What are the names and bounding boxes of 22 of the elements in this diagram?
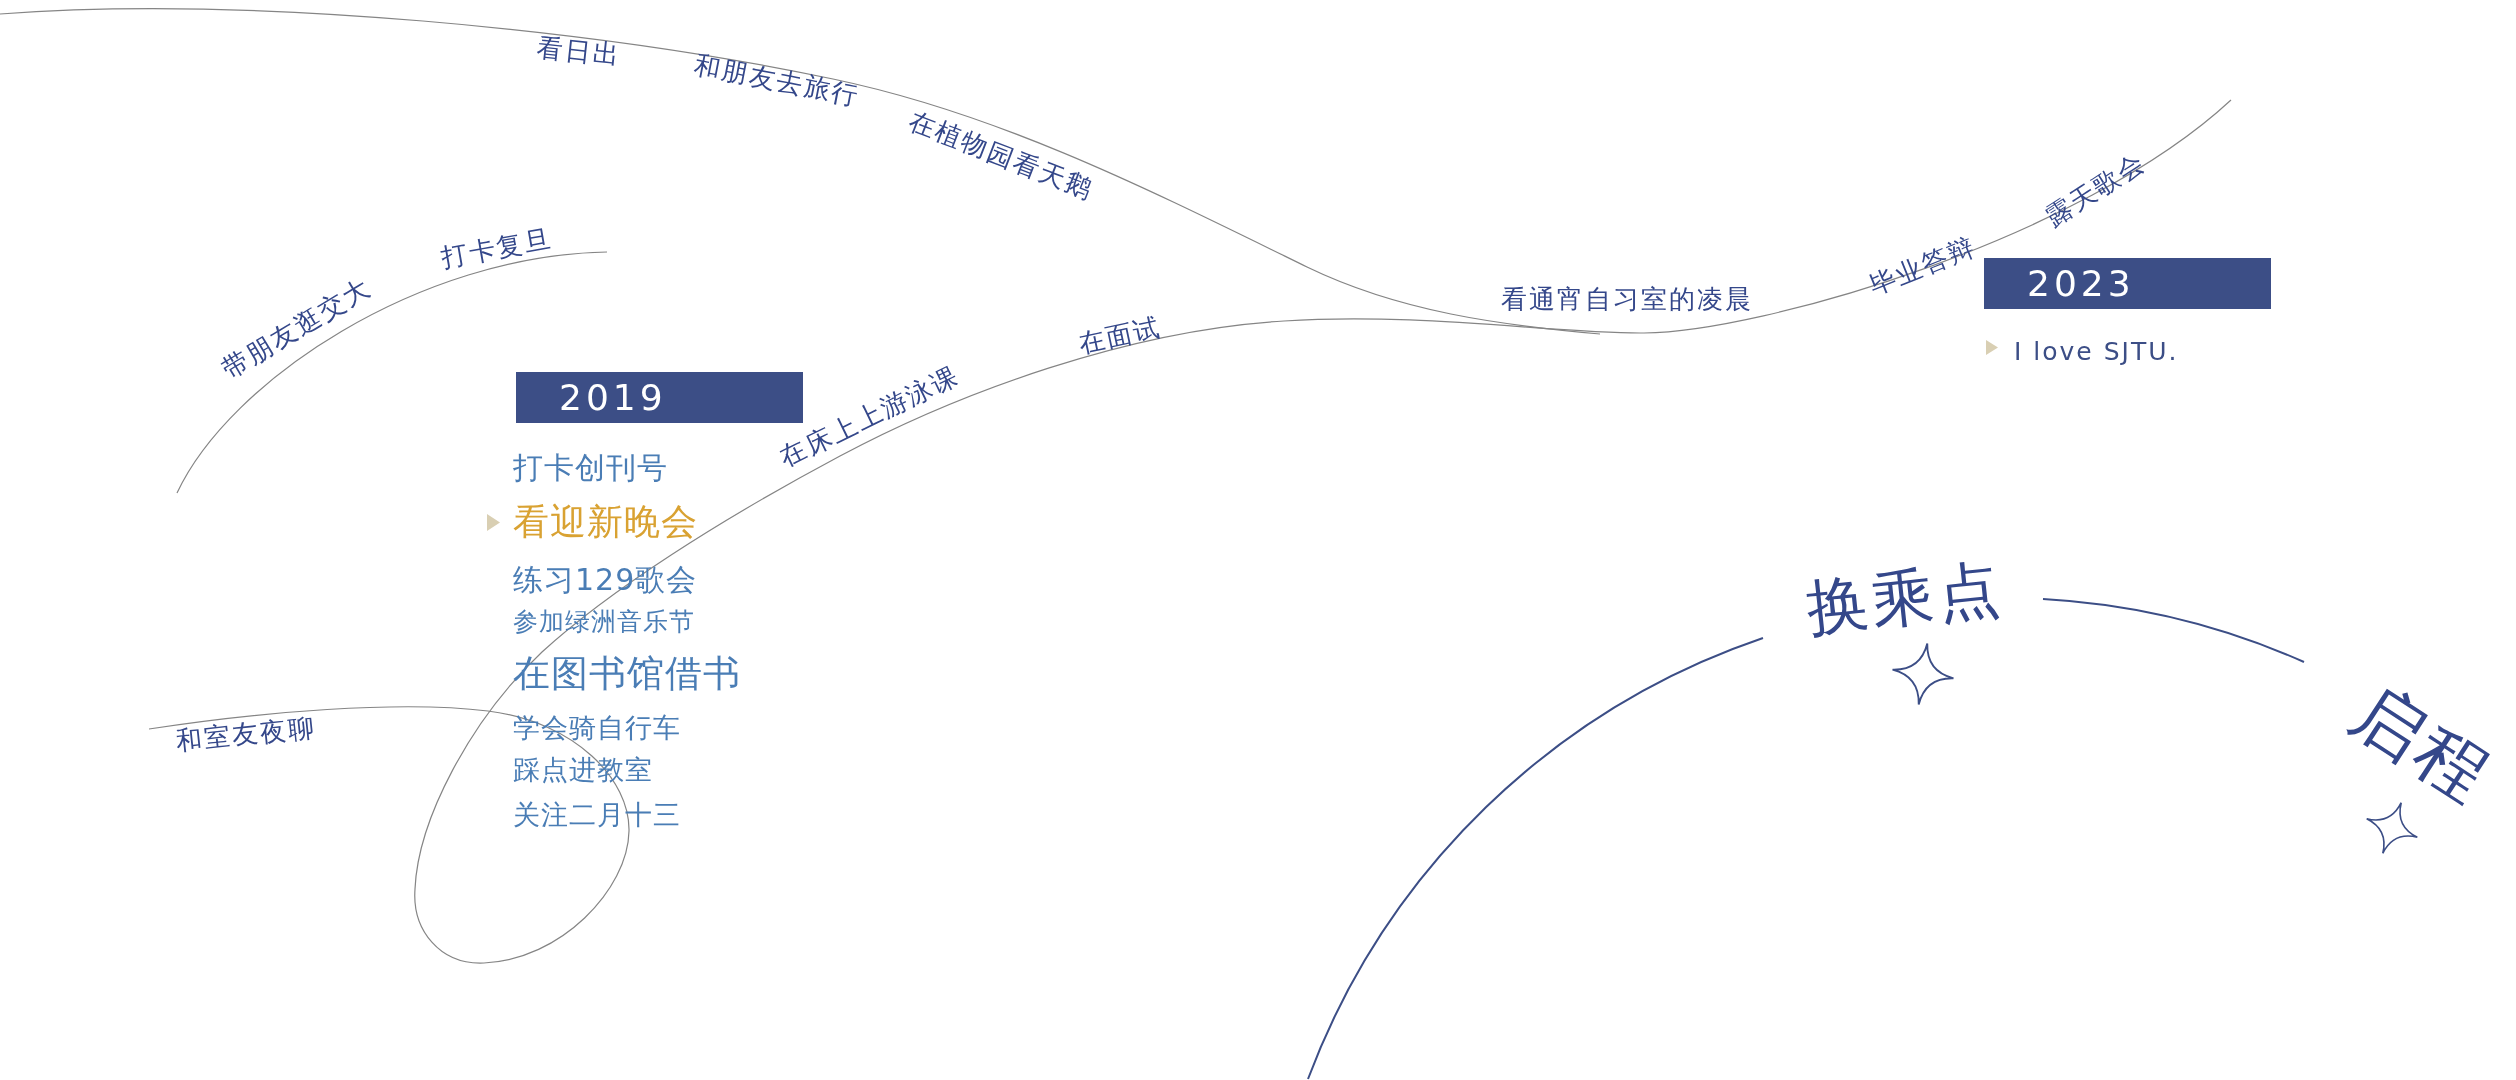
stop-title: 换乘点 [1802, 552, 2008, 644]
curve-label: 带朋友逛交大 [217, 272, 377, 386]
event-item: 学会骑自行车 [513, 712, 681, 745]
event-item: 踩点进教室 [513, 754, 653, 787]
highlighted-event-item: 看迎新晚会 [513, 500, 698, 544]
curve-label: 看通宵自习室的凌晨 [1501, 285, 1753, 315]
stop-title: 启程 [2338, 669, 2506, 819]
curve-label: 毕业答辩 [1865, 232, 1981, 302]
curve-label: 打卡复旦 [439, 224, 555, 274]
curve-label: 看日出 [535, 32, 623, 72]
event-item: 关注二月十三 [513, 799, 681, 832]
curve-label: 在植物园看天鹅 [904, 106, 1098, 206]
curve-label: 和室友夜聊 [174, 712, 318, 758]
curve-label: 和朋友去旅行 [691, 50, 863, 112]
event-item: 练习129歌会 [513, 562, 698, 598]
curve-label: 露天歌会 [2040, 146, 2152, 234]
year-banner: 2023 [1984, 258, 2271, 309]
curve-label: 在面试 [1075, 312, 1165, 360]
event-item: 在图书馆借书 [513, 652, 741, 697]
year-banner: 2019 [516, 372, 803, 423]
note-text: I love SJTU. [2014, 337, 2179, 367]
event-item: 打卡创刊号 [513, 450, 668, 486]
